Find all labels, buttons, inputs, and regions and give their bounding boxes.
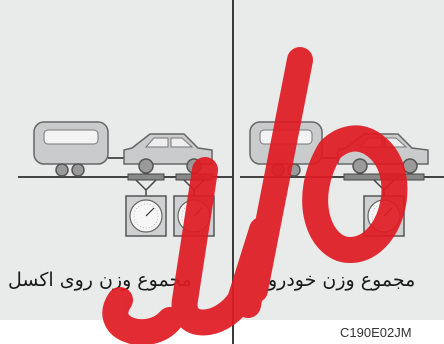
trailer-icon [249,121,340,177]
scale-dial-icon [363,195,405,237]
axle-weight-illustration [18,121,232,237]
car-icon [123,133,213,174]
scale-dial-icon [125,195,167,237]
vehicle-weight-caption: مجموع وزن خودرو [268,269,416,291]
trailer-icon [33,121,126,177]
axle-weight-caption: مجموع وزن روی اکسل [8,269,192,291]
figure-code: C190E02JM [340,325,412,340]
car-icon [337,133,429,174]
scale-plates [343,173,425,196]
vehicle-weight-illustration [240,121,444,237]
scale-dial-icon [173,195,215,237]
